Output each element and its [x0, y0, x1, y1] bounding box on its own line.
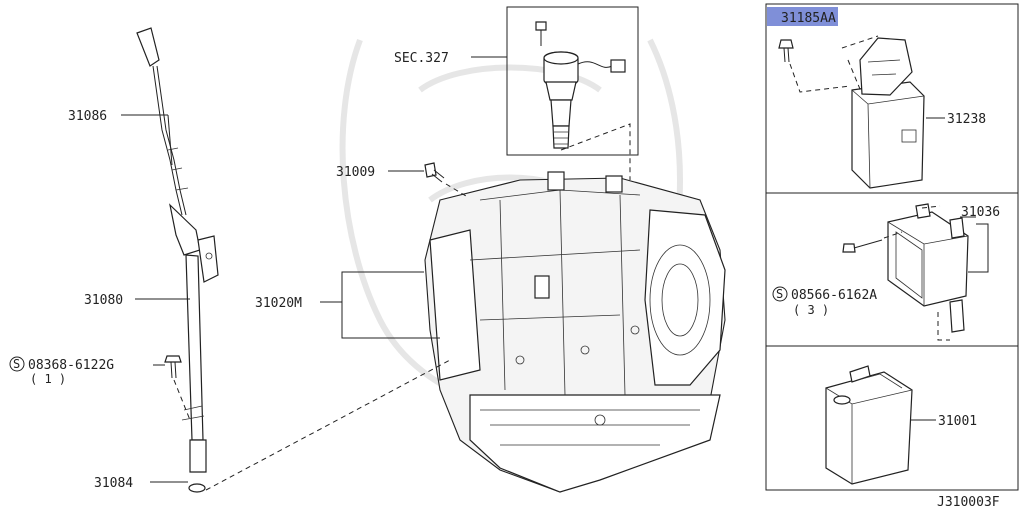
label-dipstick: 31086: [68, 109, 107, 124]
label-control-unit-bolt: 31185AA: [781, 11, 836, 26]
speed-sensor-inset: [506, 6, 639, 156]
highlight-control-unit-bolt: [767, 7, 838, 26]
dipstick-group: [136, 27, 189, 216]
screw-symbol-right: S: [772, 286, 788, 302]
pipe-bolt: [164, 355, 191, 421]
dipstick-handle: [136, 27, 160, 67]
dipstick-rod: [152, 65, 183, 216]
label-control-unit: 31238: [947, 112, 986, 127]
label-pipe-bolt-qty: ( 1 ): [30, 372, 66, 386]
right-panel-frame: [765, 3, 1019, 491]
figure-id: J310003F: [937, 495, 1000, 510]
svg-text:S: S: [13, 357, 20, 371]
panel-atf-can: 31001: [825, 365, 977, 485]
charging-pipe: [169, 203, 219, 493]
label-case-bolt: 31009: [336, 165, 375, 180]
panel-control-unit: 31185AA 31238: [767, 7, 986, 189]
label-pipe-bolt: 08368-6122G: [28, 358, 114, 373]
label-speed-sensor-section: SEC.327: [394, 51, 449, 66]
panel-bracket: 31036 S 08566-6162A ( 3 ): [772, 203, 1000, 341]
label-bracket: 31036: [961, 205, 1000, 220]
label-bracket-screw-qty: ( 3 ): [793, 303, 829, 317]
label-o-ring: 31084: [94, 476, 133, 491]
speed-sensor: [535, 21, 626, 149]
label-bracket-screw: 08566-6162A: [791, 288, 877, 303]
screw-symbol-left: S: [9, 356, 25, 372]
svg-text:S: S: [776, 287, 783, 301]
transaxle-assembly: [424, 171, 726, 493]
dipstick-rod-2: [156, 65, 187, 216]
label-charging-pipe: 31080: [84, 293, 123, 308]
case-bolt: [424, 162, 467, 197]
o-ring: [188, 483, 206, 493]
label-transaxle: 31020M: [255, 296, 302, 311]
label-atf-can: 31001: [938, 414, 977, 429]
